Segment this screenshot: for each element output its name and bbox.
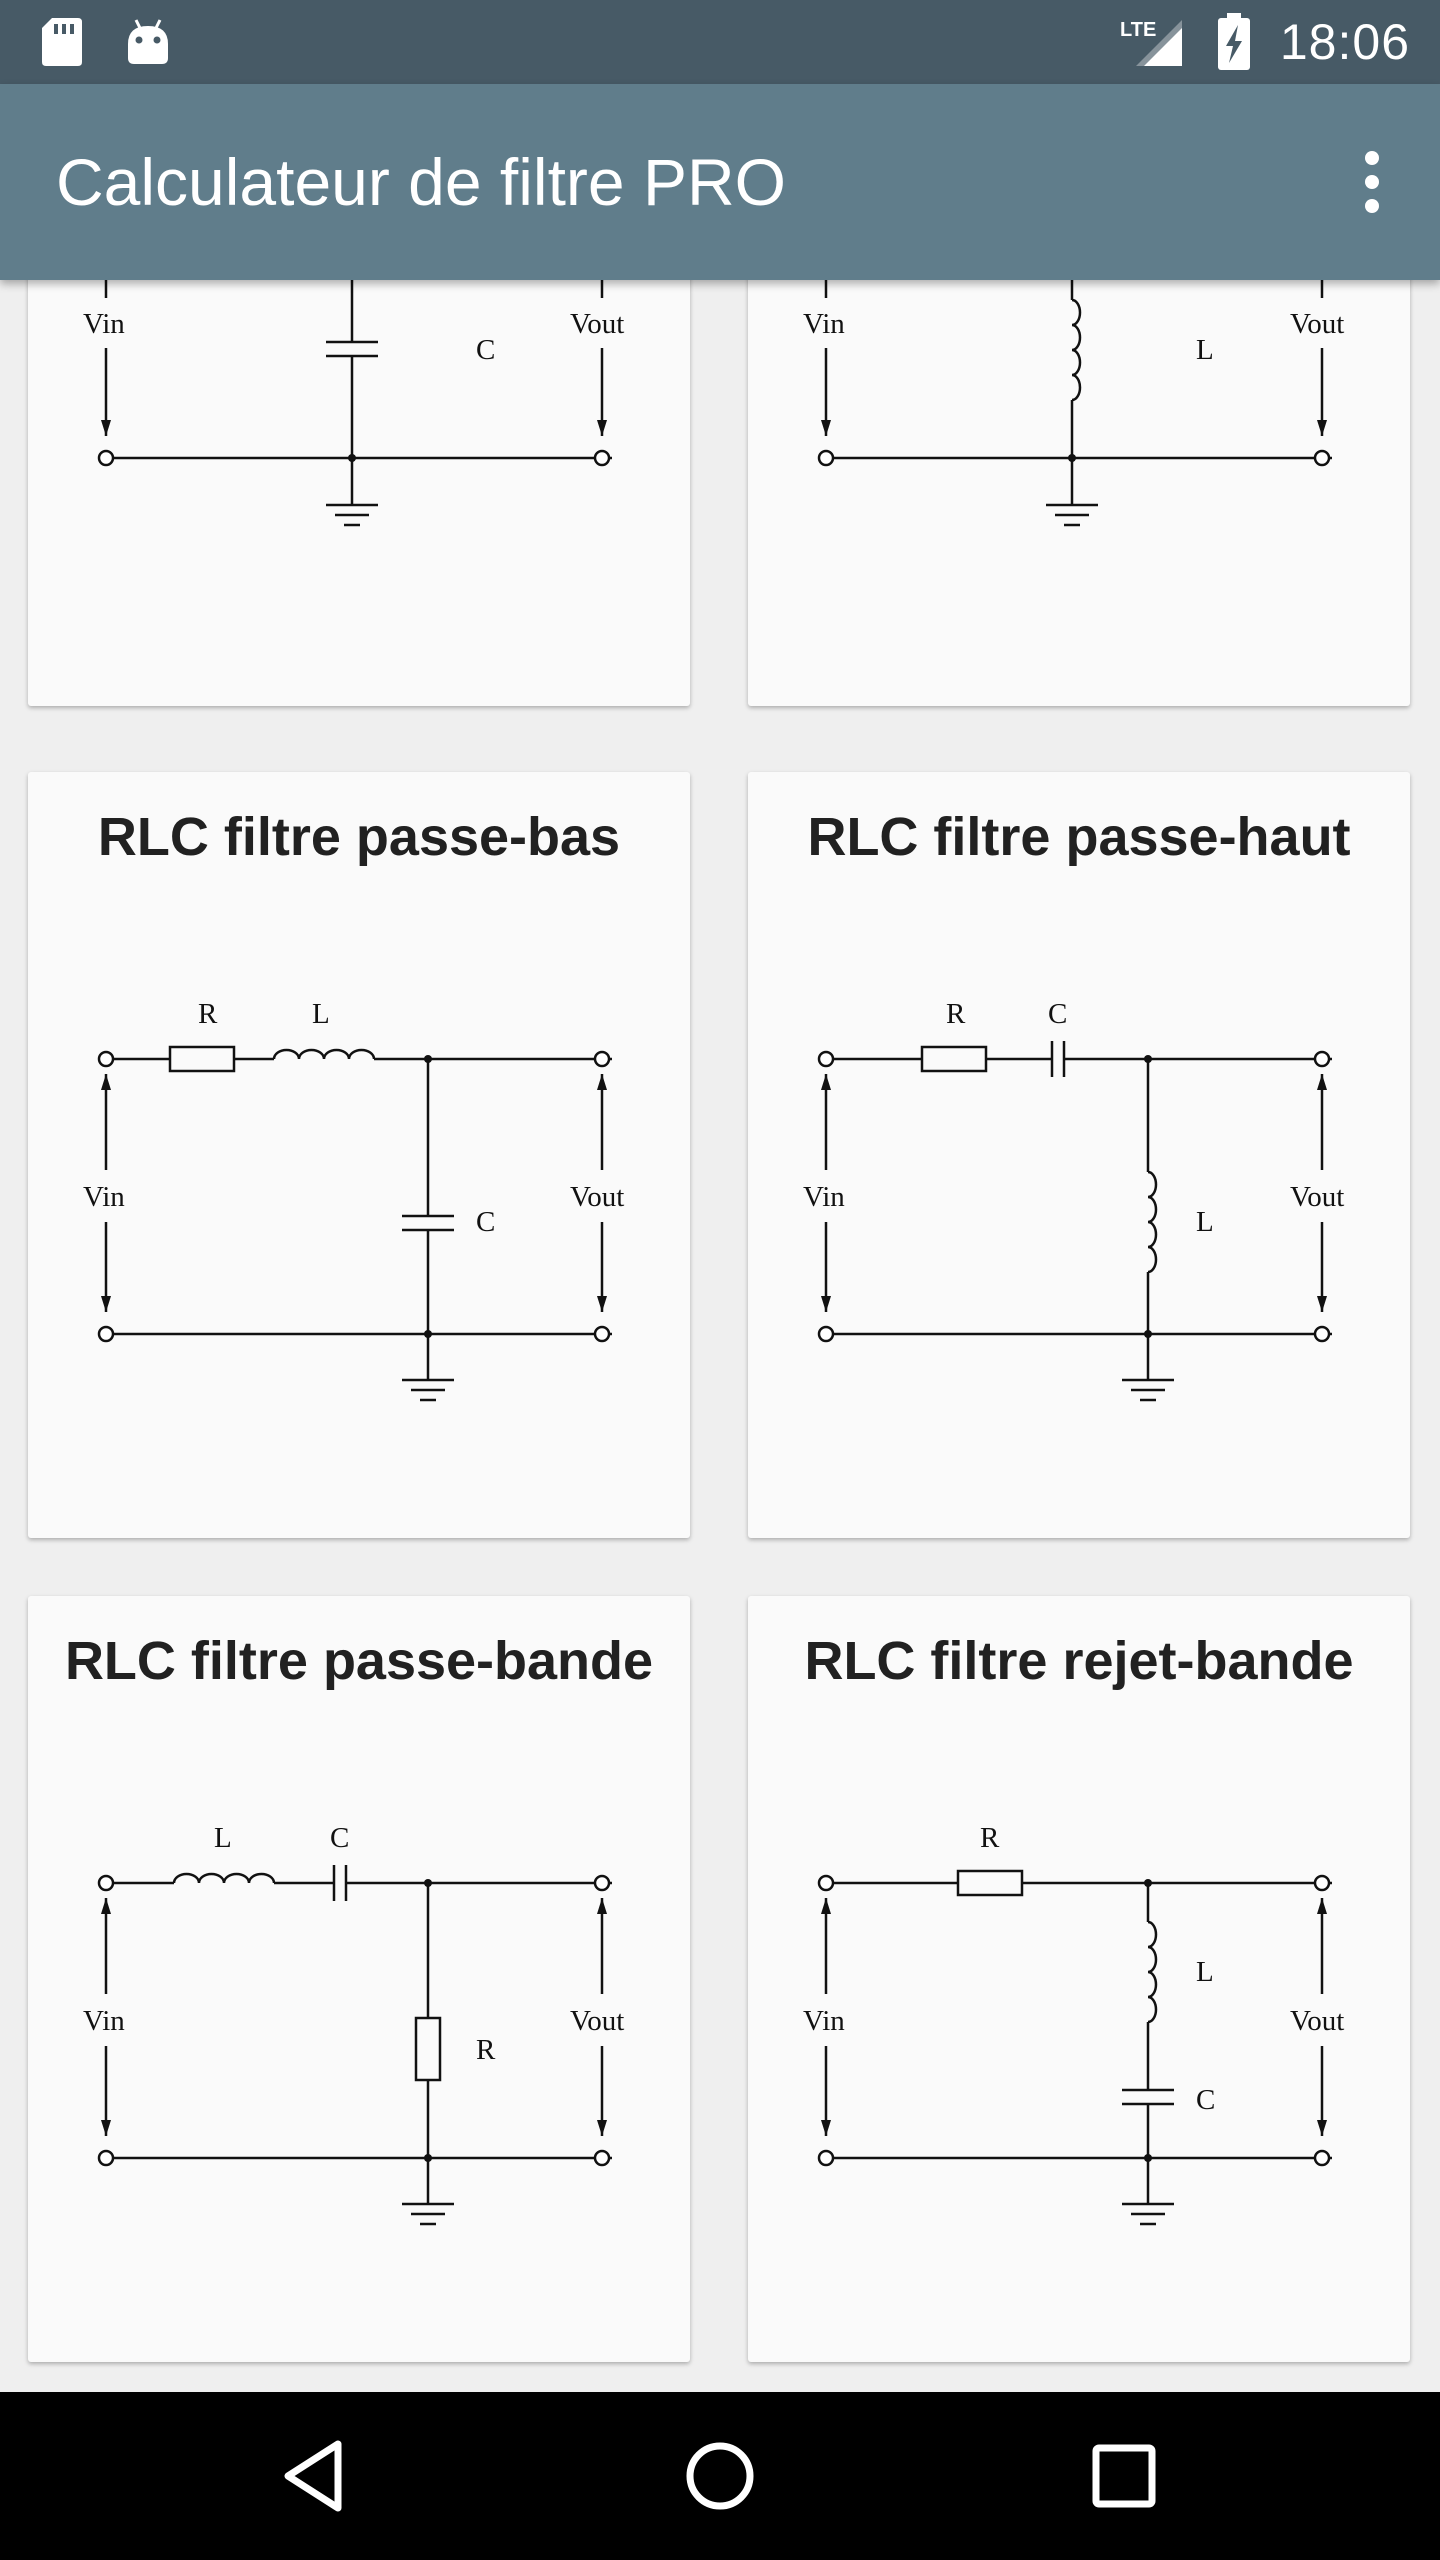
recents-button[interactable] xyxy=(1074,2426,1174,2526)
vin-label: Vin xyxy=(803,2005,845,2037)
vout-label: Vout xyxy=(1290,2005,1344,2037)
inductor-label: L xyxy=(1196,1956,1214,1988)
inductor-label: L xyxy=(312,998,330,1030)
capacitor-label: C xyxy=(1048,998,1067,1030)
android-icon xyxy=(128,19,168,64)
navigation-bar xyxy=(0,2392,1440,2560)
home-icon xyxy=(686,2442,754,2510)
home-button[interactable] xyxy=(670,2426,770,2526)
filter-card-l[interactable]: Vin Vout L xyxy=(748,280,1410,706)
overflow-menu-button[interactable] xyxy=(1326,136,1418,228)
circuit-diagram: Vin Vout R L C xyxy=(83,998,624,1402)
status-bar: LTE 18:06 xyxy=(0,0,1440,84)
clock: 18:06 xyxy=(1279,14,1410,70)
resistor-label: R xyxy=(476,2034,496,2066)
network-type-label: LTE xyxy=(1120,19,1156,41)
resistor-label: R xyxy=(946,998,966,1030)
resistor-label: R xyxy=(198,998,218,1030)
inductor-label: L xyxy=(1196,1206,1214,1238)
filter-grid[interactable]: Vin Vout C xyxy=(0,280,1440,2392)
lte-signal-icon: LTE xyxy=(1120,19,1182,66)
vout-label: Vout xyxy=(1290,308,1344,340)
battery-charging-icon xyxy=(1217,13,1250,70)
card-title: RLC filtre passe-haut xyxy=(807,807,1351,867)
vin-label: Vin xyxy=(803,308,845,340)
capacitor-label: C xyxy=(476,334,495,366)
circuit-diagram: Vin Vout L C R xyxy=(83,1822,624,2226)
circuit-diagram: Vin Vout L xyxy=(803,280,1344,527)
recents-icon xyxy=(1092,2444,1156,2508)
capacitor-label: C xyxy=(1196,2084,1215,2116)
vin-label: Vin xyxy=(83,1181,125,1213)
filter-card-rlc-passe-haut[interactable]: RLC filtre passe-haut xyxy=(748,772,1410,1538)
circuit-diagram: Vin Vout R C L xyxy=(803,998,1344,1402)
vin-label: Vin xyxy=(803,1181,845,1213)
back-icon xyxy=(284,2440,342,2512)
filter-card-rlc-passe-bas[interactable]: RLC filtre passe-bas xyxy=(28,772,690,1538)
capacitor-label: C xyxy=(330,1822,349,1854)
resistor-label: R xyxy=(980,1822,1000,1854)
vin-label: Vin xyxy=(83,2005,125,2037)
capacitor-label: C xyxy=(476,1206,495,1238)
card-title: RLC filtre passe-bande xyxy=(64,1631,654,1691)
more-vert-icon xyxy=(1365,151,1379,213)
vout-label: Vout xyxy=(570,1181,624,1213)
app-bar: Calculateur de filtre PRO xyxy=(0,84,1440,280)
sd-card-icon xyxy=(42,18,82,66)
circuit-diagram: Vin Vout C xyxy=(83,280,624,527)
inductor-label: L xyxy=(214,1822,232,1854)
vout-label: Vout xyxy=(570,308,624,340)
inductor-label: L xyxy=(1196,334,1214,366)
filter-card-c[interactable]: Vin Vout C xyxy=(28,280,690,706)
filter-card-rlc-passe-bande[interactable]: RLC filtre passe-bande xyxy=(28,1596,690,2362)
vin-label: Vin xyxy=(83,308,125,340)
back-button[interactable] xyxy=(266,2426,366,2526)
card-title: RLC filtre rejet-bande xyxy=(804,1631,1354,1691)
vout-label: Vout xyxy=(1290,1181,1344,1213)
card-title: RLC filtre passe-bas xyxy=(97,807,621,867)
filter-card-rlc-rejet-bande[interactable]: RLC filtre rejet-bande xyxy=(748,1596,1410,2362)
circuit-diagram: Vin Vout R L C xyxy=(803,1822,1344,2226)
app-title: Calculateur de filtre PRO xyxy=(56,145,786,219)
vout-label: Vout xyxy=(570,2005,624,2037)
